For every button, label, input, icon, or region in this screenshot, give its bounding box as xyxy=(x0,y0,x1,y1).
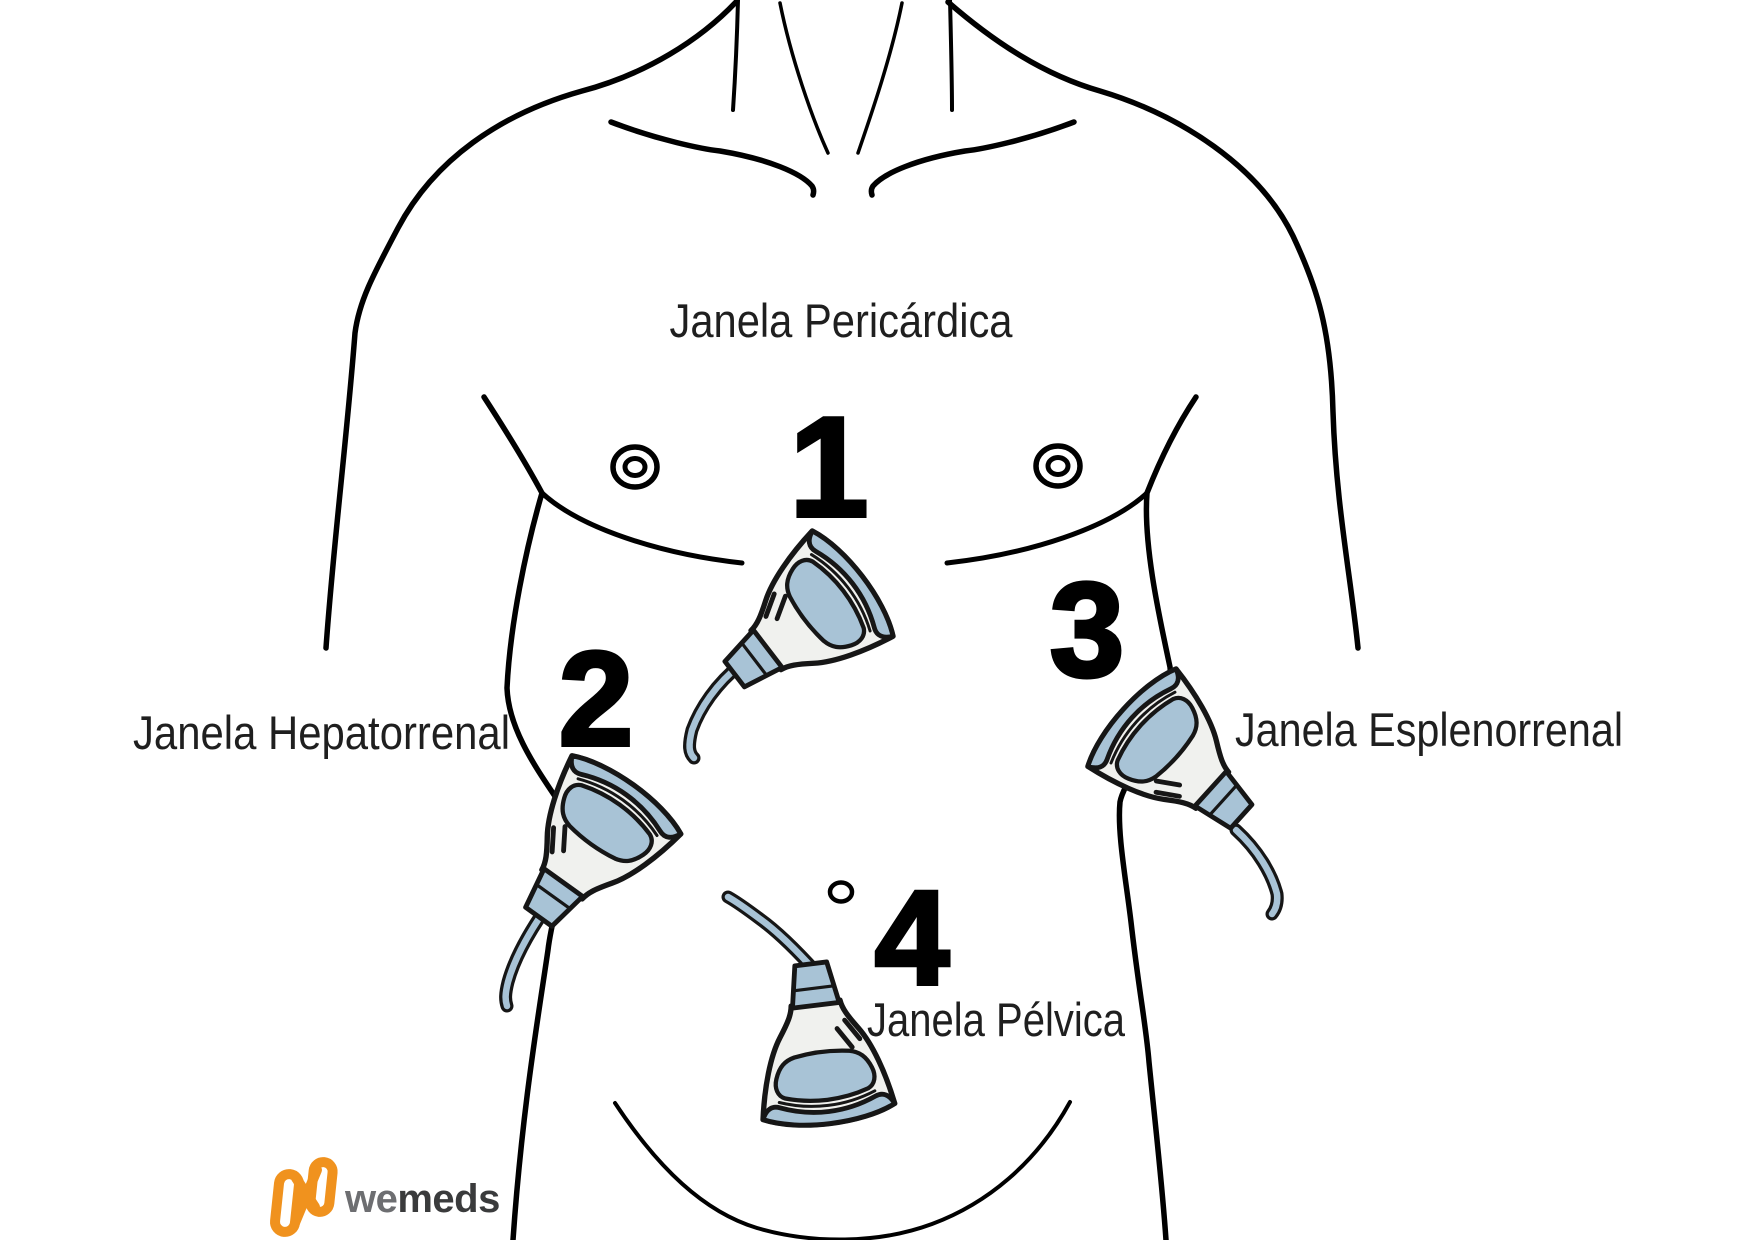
probe-1-cable xyxy=(683,657,748,765)
probe-3-cable xyxy=(1229,823,1284,921)
anatomy-landmarks xyxy=(610,443,1083,904)
wemeds-logo-text: wemeds xyxy=(344,1177,500,1221)
neck-shoulder-arm-left xyxy=(323,0,739,651)
wemeds-logo: wemeds xyxy=(270,1157,500,1237)
window-2-label: Janela Hepatorrenal xyxy=(133,706,510,759)
wemeds-logo-text-meds: meds xyxy=(397,1177,500,1221)
nipple-left-inner xyxy=(622,456,648,478)
wemeds-logo-text-we: we xyxy=(344,1177,397,1221)
neck-shoulder-arm-right xyxy=(945,0,1361,651)
torso-outline xyxy=(323,0,1361,1240)
window-1-number: 1 xyxy=(790,388,869,547)
probe-2-hepatorenal xyxy=(484,746,687,956)
window-2-number: 2 xyxy=(559,625,634,774)
neck-line-inner-left xyxy=(778,1,830,155)
neck-line-outer-left xyxy=(731,0,740,112)
neck-line-inner-right xyxy=(856,1,904,155)
clavicle-right xyxy=(868,119,1077,198)
window-3-number: 3 xyxy=(1050,556,1125,705)
probe-1-pericardial xyxy=(694,524,902,727)
window-1-label: Janela Pericárdica xyxy=(670,294,1014,347)
window-4-label: Janela Pélvica xyxy=(867,993,1126,1046)
probe-4-cable xyxy=(721,890,823,979)
window-4-number: 4 xyxy=(875,864,950,1013)
probe-2-cable xyxy=(499,901,553,1013)
pectoral-curve-right xyxy=(944,490,1150,566)
pectoral-curve-left xyxy=(539,490,745,566)
wemeds-logo-icon xyxy=(270,1157,338,1237)
pelvis-groin-curve xyxy=(613,1100,1072,1240)
window-3-label: Janela Esplenorrenal xyxy=(1235,703,1623,756)
nipple-right-inner xyxy=(1045,455,1071,477)
navel xyxy=(827,880,855,904)
probe-cables xyxy=(499,657,1284,1013)
clavicle-left xyxy=(608,119,817,198)
torso-side-right xyxy=(1116,394,1199,1240)
neck-line-outer-right xyxy=(948,0,954,112)
